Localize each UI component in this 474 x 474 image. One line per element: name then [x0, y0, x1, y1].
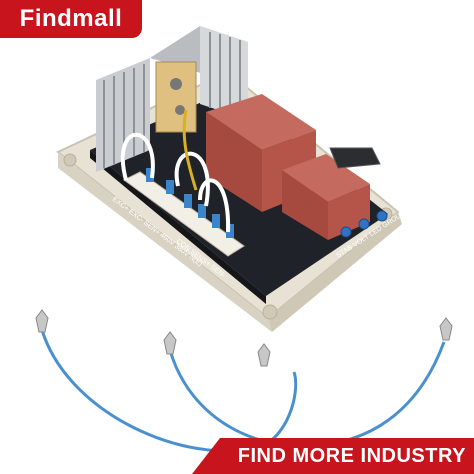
board-wires	[120, 132, 231, 233]
trimmer-pots	[340, 210, 388, 238]
brand-name: Findmall	[19, 5, 123, 32]
spade-connectors	[35, 309, 453, 367]
yellow-wire	[182, 109, 198, 191]
brand-logo: Findmall	[0, 0, 142, 38]
heat-sink	[96, 26, 248, 172]
banner-text: FIND MORE INDUSTRY	[237, 445, 466, 467]
banner-background	[192, 438, 474, 474]
bottom-banner: FIND MORE INDUSTRY	[192, 438, 474, 474]
regulator-ic	[329, 147, 381, 169]
terminal-block	[123, 168, 245, 257]
jumper-cables	[40, 329, 446, 453]
